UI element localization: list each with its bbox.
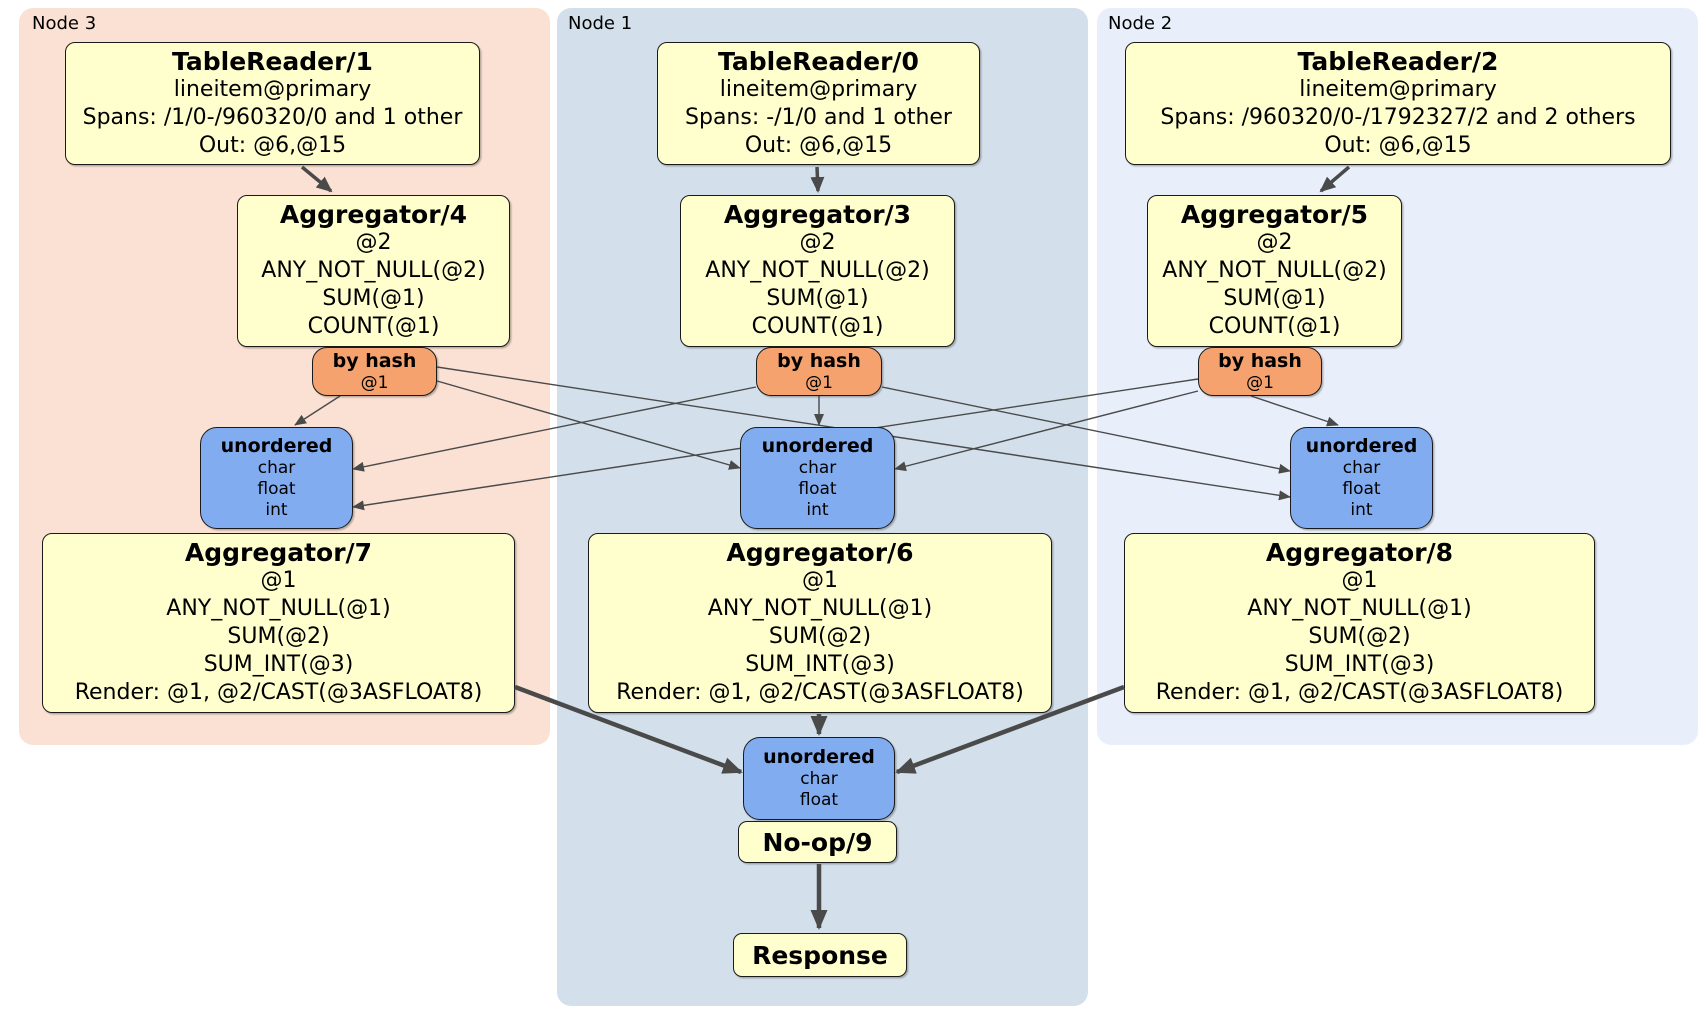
sync-unordered-left: unordered char float int bbox=[200, 427, 353, 529]
region-label-node-1: Node 1 bbox=[568, 13, 633, 34]
processor-line: @1 bbox=[1341, 568, 1378, 593]
processor-title: Response bbox=[752, 940, 888, 970]
processor-line: COUNT(@1) bbox=[307, 314, 440, 339]
sync-line: float bbox=[1342, 479, 1381, 499]
processor-line: ANY_NOT_NULL(@1) bbox=[1247, 596, 1472, 621]
processor-line: Spans: /1/0-/960320/0 and 1 other bbox=[82, 104, 463, 130]
sync-unordered-right: unordered char float int bbox=[1290, 427, 1433, 529]
processor-tablereader-0: TableReader/0 lineitem@primary Spans: -/… bbox=[657, 42, 980, 165]
router-line: @1 bbox=[805, 372, 833, 393]
processor-title: Aggregator/8 bbox=[1265, 538, 1454, 567]
processor-line: COUNT(@1) bbox=[1208, 314, 1341, 339]
processor-line: Spans: -/1/0 and 1 other bbox=[685, 104, 952, 130]
sync-line: char bbox=[798, 458, 837, 478]
processor-line: @1 bbox=[260, 568, 297, 593]
processor-line: Out: @6,@15 bbox=[744, 132, 893, 158]
processor-line: SUM(@2) bbox=[768, 624, 872, 649]
sync-line: char bbox=[257, 458, 296, 478]
processor-aggregator-8: Aggregator/8 @1 ANY_NOT_NULL(@1) SUM(@2)… bbox=[1124, 533, 1595, 713]
sync-line: float bbox=[799, 790, 839, 810]
processor-line: SUM(@1) bbox=[1223, 286, 1326, 311]
sync-line: float bbox=[798, 479, 837, 499]
processor-line: SUM_INT(@3) bbox=[1284, 652, 1435, 677]
processor-title: Aggregator/6 bbox=[726, 538, 914, 567]
processor-line: SUM_INT(@3) bbox=[203, 652, 354, 677]
router-title: by hash bbox=[777, 349, 861, 372]
sync-title: unordered bbox=[761, 435, 874, 457]
processor-title: TableReader/2 bbox=[1297, 46, 1499, 76]
processor-line: ANY_NOT_NULL(@2) bbox=[261, 258, 486, 283]
sync-title: unordered bbox=[1305, 435, 1418, 457]
sync-line: int bbox=[265, 500, 288, 520]
processor-title: Aggregator/7 bbox=[184, 538, 373, 567]
router-line: @1 bbox=[360, 372, 389, 393]
processor-tablereader-1: TableReader/1 lineitem@primary Spans: /1… bbox=[65, 42, 480, 165]
processor-line: Render: @1, @2/CAST(@3ASFLOAT8) bbox=[616, 680, 1024, 705]
processor-noop-9: No-op/9 bbox=[738, 821, 897, 863]
processor-line: SUM(@2) bbox=[1308, 624, 1411, 649]
processor-title: TableReader/1 bbox=[172, 46, 373, 76]
processor-aggregator-3: Aggregator/3 @2 ANY_NOT_NULL(@2) SUM(@1)… bbox=[680, 195, 955, 347]
processor-title: TableReader/0 bbox=[718, 46, 919, 76]
processor-title: Aggregator/3 bbox=[723, 200, 912, 229]
processor-line: SUM(@1) bbox=[766, 286, 869, 311]
router-by-hash-left: by hash @1 bbox=[312, 347, 437, 396]
processor-line: Render: @1, @2/CAST(@3ASFLOAT8) bbox=[74, 680, 483, 705]
processor-line: Out: @6,@15 bbox=[1324, 132, 1472, 158]
processor-aggregator-6: Aggregator/6 @1 ANY_NOT_NULL(@1) SUM(@2)… bbox=[588, 533, 1052, 713]
processor-line: Out: @6,@15 bbox=[198, 132, 347, 158]
sync-unordered-final: unordered char float bbox=[743, 737, 895, 820]
processor-tablereader-2: TableReader/2 lineitem@primary Spans: /9… bbox=[1125, 42, 1671, 165]
processor-line: SUM(@1) bbox=[322, 286, 425, 311]
processor-line: COUNT(@1) bbox=[751, 314, 884, 339]
processor-aggregator-7: Aggregator/7 @1 ANY_NOT_NULL(@1) SUM(@2)… bbox=[42, 533, 515, 713]
sync-line: float bbox=[257, 479, 296, 499]
sync-line: int bbox=[806, 500, 829, 520]
processor-title: Aggregator/4 bbox=[279, 200, 468, 229]
router-by-hash-right: by hash @1 bbox=[1198, 347, 1322, 396]
sync-line: char bbox=[800, 769, 838, 789]
processor-response: Response bbox=[733, 933, 907, 977]
processor-line: lineitem@primary bbox=[719, 76, 918, 102]
sync-title: unordered bbox=[763, 746, 875, 768]
processor-line: lineitem@primary bbox=[173, 76, 372, 102]
processor-line: lineitem@primary bbox=[1299, 76, 1497, 102]
processor-line: @2 bbox=[355, 230, 392, 255]
router-line: @1 bbox=[1246, 372, 1274, 393]
processor-line: Spans: /960320/0-/1792327/2 and 2 others bbox=[1160, 104, 1636, 130]
sync-line: int bbox=[1350, 500, 1373, 520]
processor-line: ANY_NOT_NULL(@2) bbox=[705, 258, 930, 283]
processor-line: SUM_INT(@3) bbox=[745, 652, 895, 677]
processor-title: Aggregator/5 bbox=[1180, 200, 1369, 229]
processor-line: @1 bbox=[802, 568, 838, 593]
processor-aggregator-4: Aggregator/4 @2 ANY_NOT_NULL(@2) SUM(@1)… bbox=[237, 195, 510, 347]
sync-unordered-middle: unordered char float int bbox=[740, 427, 895, 529]
router-title: by hash bbox=[1218, 349, 1302, 372]
processor-line: ANY_NOT_NULL(@2) bbox=[1162, 258, 1387, 283]
processor-line: @2 bbox=[1256, 230, 1293, 255]
region-label-node-3: Node 3 bbox=[32, 13, 97, 34]
processor-aggregator-5: Aggregator/5 @2 ANY_NOT_NULL(@2) SUM(@1)… bbox=[1147, 195, 1402, 347]
processor-line: SUM(@2) bbox=[227, 624, 330, 649]
router-by-hash-middle: by hash @1 bbox=[756, 347, 882, 396]
processor-title: No-op/9 bbox=[762, 827, 873, 857]
region-label-node-2: Node 2 bbox=[1108, 13, 1173, 34]
sync-line: char bbox=[1342, 458, 1381, 478]
processor-line: @2 bbox=[799, 230, 836, 255]
sync-title: unordered bbox=[220, 435, 333, 457]
processor-line: ANY_NOT_NULL(@1) bbox=[166, 596, 391, 621]
processor-line: Render: @1, @2/CAST(@3ASFLOAT8) bbox=[1155, 680, 1564, 705]
processor-line: ANY_NOT_NULL(@1) bbox=[707, 596, 933, 621]
router-title: by hash bbox=[332, 349, 417, 372]
